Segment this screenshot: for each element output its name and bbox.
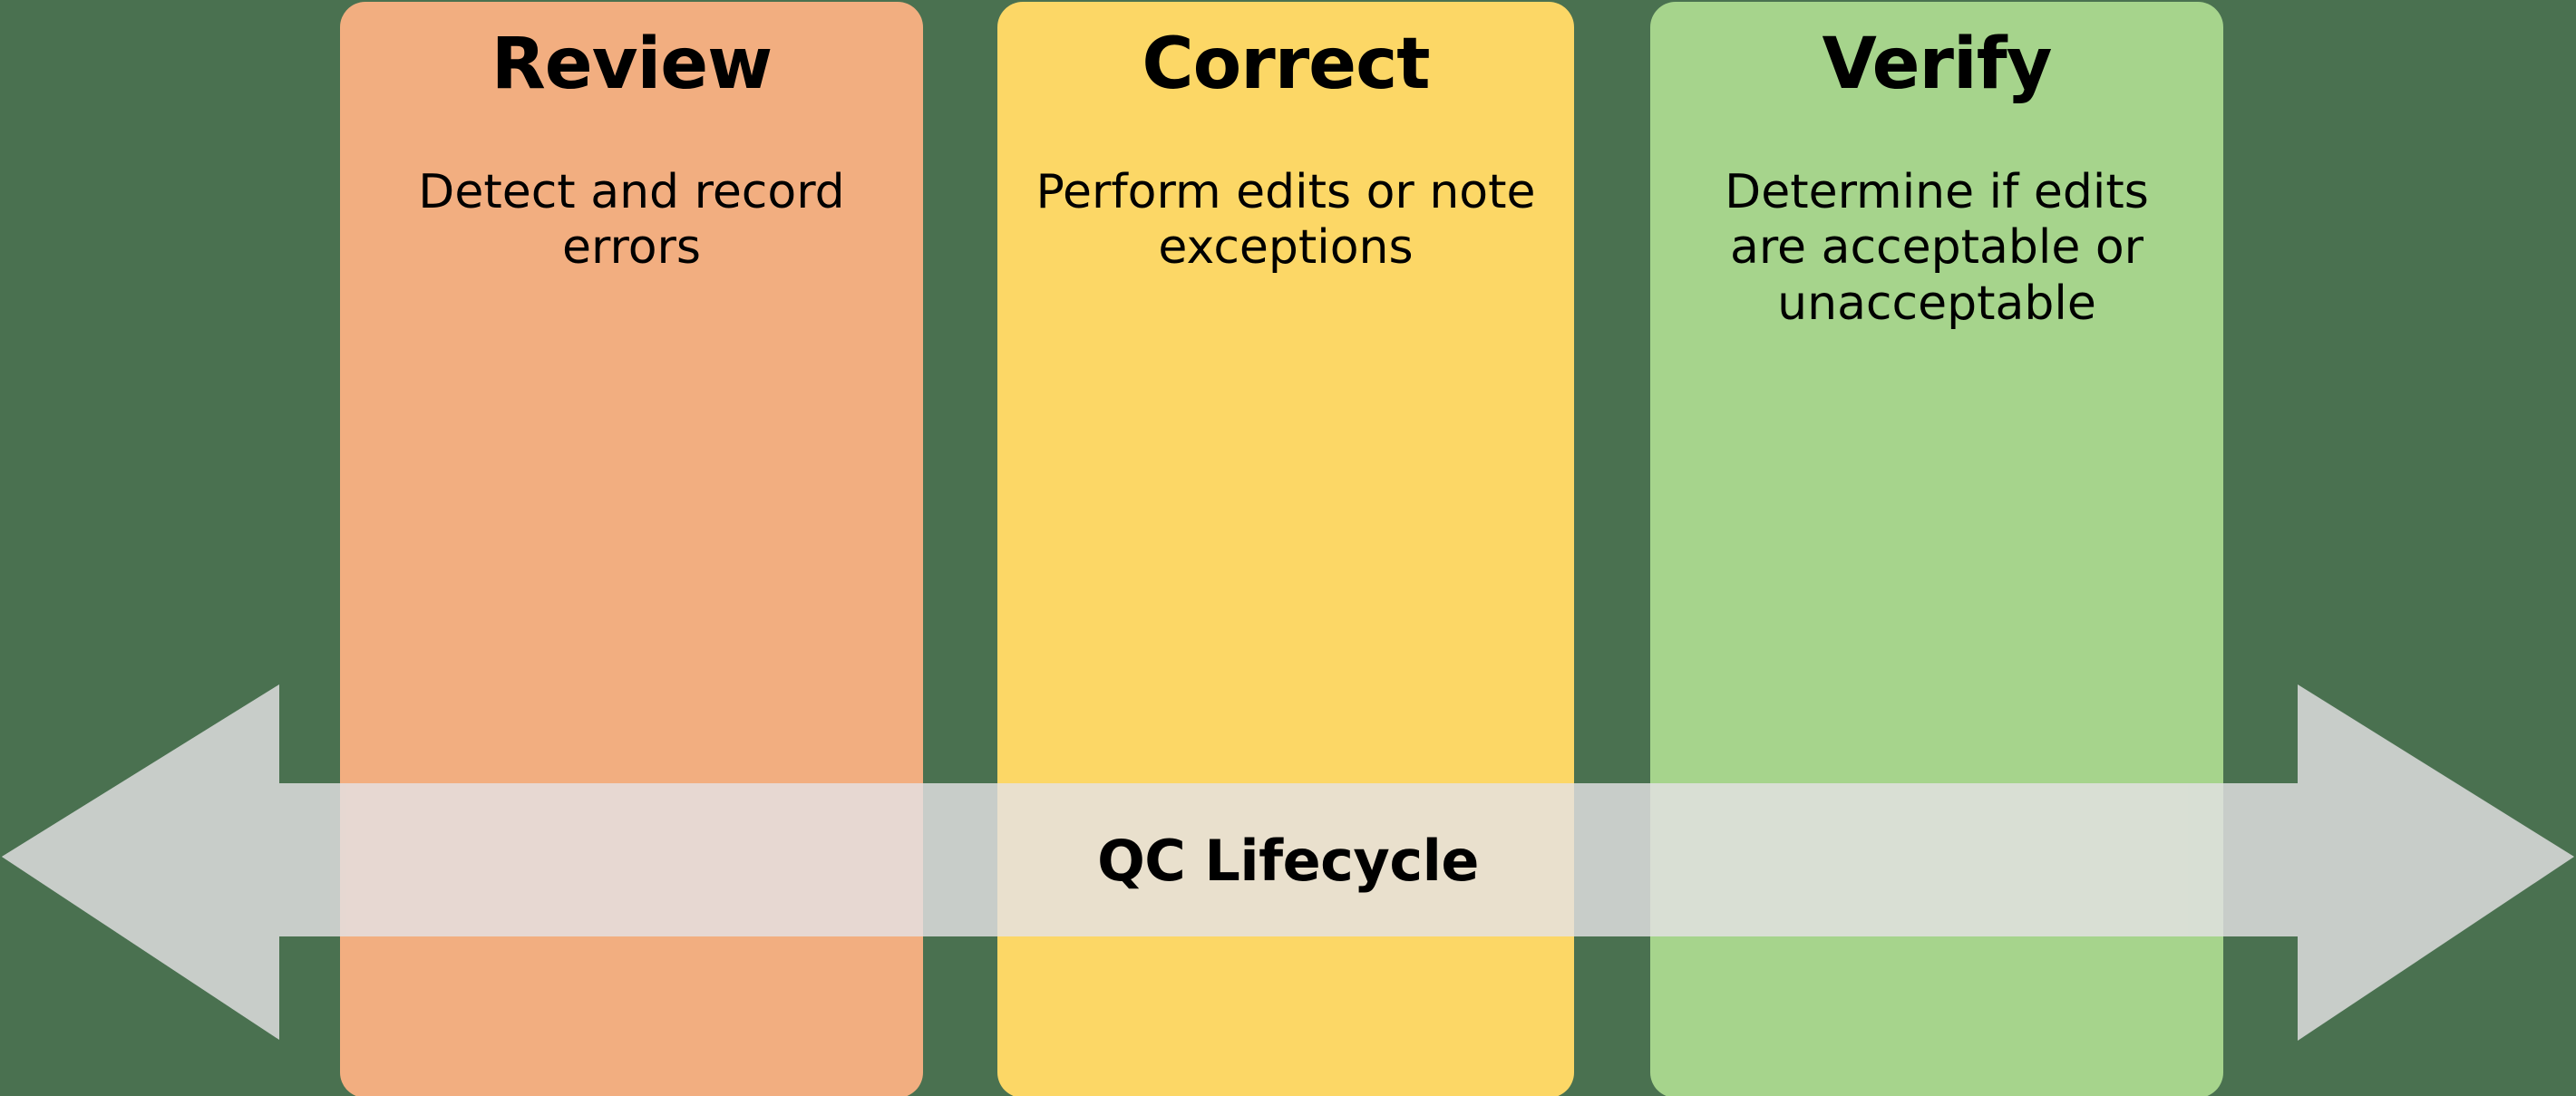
stage-description-verify: Determine if edits are acceptable or una… xyxy=(1725,165,2149,331)
arrow-label: QC Lifecycle xyxy=(0,783,2576,937)
stage-description-correct: Perform edits or note exceptions xyxy=(1035,165,1536,276)
stage-title-correct: Correct xyxy=(1142,24,1430,105)
stage-title-verify: Verify xyxy=(1822,24,2053,105)
stage-title-review: Review xyxy=(491,24,773,105)
stage-description-review: Detect and record errors xyxy=(418,165,845,276)
arrow-label-text: QC Lifecycle xyxy=(1097,827,1479,894)
